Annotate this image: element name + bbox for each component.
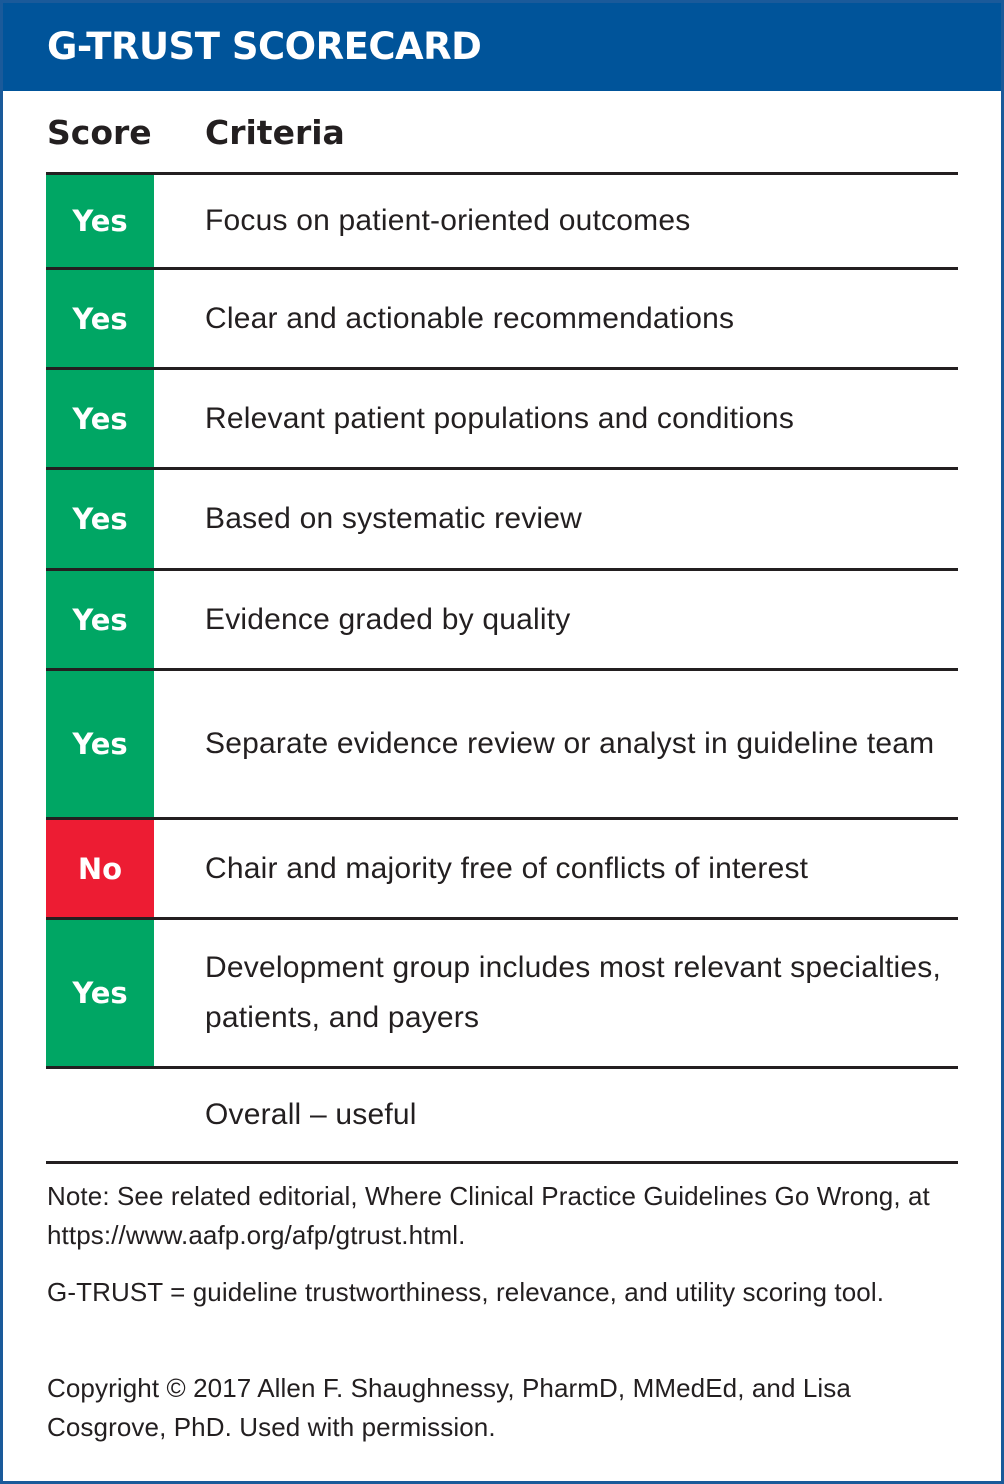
table-row: Yes Relevant patient populations and con… — [46, 367, 958, 467]
table-row: Yes Evidence graded by quality — [46, 568, 958, 668]
column-header-score: Score — [47, 113, 152, 152]
page-title: G-TRUST SCORECARD — [47, 25, 482, 68]
copyright-note: Copyright © 2017 Allen F. Shaughnessy, P… — [47, 1373, 851, 1442]
score-badge: Yes — [46, 470, 154, 568]
editorial-note: Note: See related editorial, Where Clini… — [47, 1181, 930, 1250]
criteria-text: Development group includes most relevant… — [205, 951, 941, 1034]
table-row: Yes Separate evidence review or analyst … — [46, 668, 958, 817]
score-badge: Yes — [46, 270, 154, 367]
table-row: Yes Development group includes most rele… — [46, 917, 958, 1066]
table-row: Yes Focus on patient-oriented outcomes — [46, 172, 958, 267]
score-badge: Yes — [46, 370, 154, 467]
definition-note: G-TRUST = guideline trustworthiness, rel… — [47, 1277, 885, 1307]
table-row: Yes Based on systematic review — [46, 467, 958, 568]
table-row: No Chair and majority free of conflicts … — [46, 817, 958, 917]
criteria-text: Relevant patient populations and conditi… — [205, 401, 795, 435]
score-badge: No — [46, 820, 154, 917]
overall-row: Overall – useful — [46, 1066, 958, 1164]
criteria-text: Evidence graded by quality — [205, 602, 571, 636]
criteria-text: Clear and actionable recommendations — [205, 301, 735, 335]
overall-text: Overall – useful — [205, 1098, 417, 1131]
criteria-text: Separate evidence review or analyst in g… — [205, 727, 935, 760]
scorecard-table: Yes Focus on patient-oriented outcomes Y… — [46, 172, 958, 1164]
table-row: Yes Clear and actionable recommendations — [46, 267, 958, 367]
score-badge: Yes — [46, 671, 154, 817]
score-badge: Yes — [46, 571, 154, 668]
score-badge-empty — [46, 1069, 154, 1161]
score-badge: Yes — [46, 175, 154, 267]
score-badge: Yes — [46, 920, 154, 1066]
criteria-text: Focus on patient-oriented outcomes — [205, 204, 691, 237]
column-header-criteria: Criteria — [205, 113, 345, 152]
criteria-text: Chair and majority free of conflicts of … — [205, 851, 809, 885]
criteria-text: Based on systematic review — [205, 502, 583, 535]
header-band: G-TRUST SCORECARD — [3, 3, 1001, 91]
